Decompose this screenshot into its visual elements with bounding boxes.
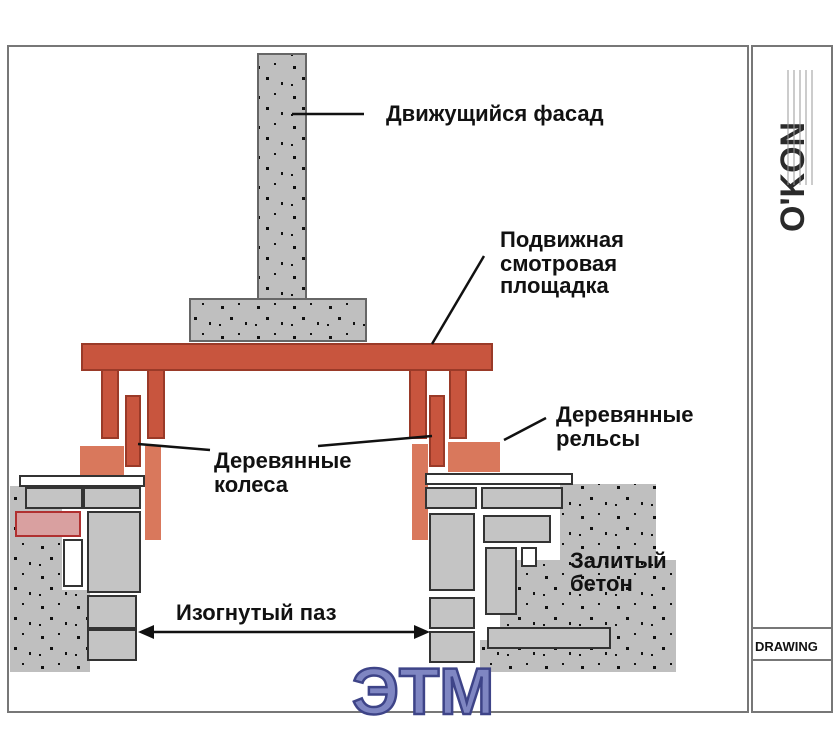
label-wheels: Деревянные колеса [214,448,358,497]
leader-platform [430,255,486,345]
wooden-rail-right [448,442,500,472]
platform-leg [101,369,119,439]
rail-plate-right [425,473,573,485]
label-rails: Деревянные рельсы [556,402,700,451]
block [429,597,475,629]
block [87,595,137,629]
wheel-axle [429,395,445,467]
logo-fine-print [787,70,813,185]
block [429,631,475,663]
right-foundation [425,473,676,672]
title-block: O'KON DRAWING [755,70,818,654]
facade-column [257,53,307,301]
etm-watermark: ЭТМ [352,654,494,728]
label-moving-facade: Движущийся фасад [386,101,604,126]
block [485,547,517,615]
wooden-wheels [80,442,500,540]
left-foundation [10,475,145,672]
drawing-label: DRAWING [755,639,818,654]
wheel-axle [125,395,141,467]
leader-wheels-right [317,434,433,448]
block [487,627,611,649]
block [481,487,563,509]
concrete-fill-left-2 [10,590,90,672]
facade-base [189,298,367,342]
block [483,515,551,543]
platform-leg [409,369,427,439]
block [425,487,477,509]
moving-facade [189,53,367,342]
platform-leg [147,369,165,439]
wood-strip-left [15,511,81,537]
platform-deck [81,343,493,371]
block [25,487,83,509]
leader-wheels-left [137,442,211,452]
block [521,547,537,567]
block [429,513,475,591]
platform-leg [449,369,467,439]
viewing-platform [81,343,493,467]
wheel-left [80,446,124,476]
block [83,487,141,509]
wheel-left-guide [145,446,161,540]
wheel-right-guide [412,444,428,540]
groove-dimension [138,625,430,639]
block [87,511,141,593]
label-groove: Изогнутый паз [176,600,337,625]
label-concrete: Залитый бетон [570,548,673,596]
label-platform: Подвижная смотровая площадка [500,227,630,298]
leader-lines [137,112,547,452]
leader-rails [503,416,547,442]
block [63,539,83,587]
rail-plate-left [19,475,145,487]
block [87,629,137,661]
